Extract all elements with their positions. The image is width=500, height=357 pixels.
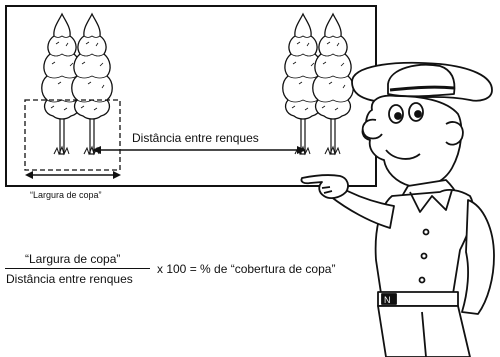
farmer-illustration: N [300,61,495,357]
svg-text:N: N [384,295,391,305]
canopy-width-box [24,99,121,171]
row-spacing-label: Distância entre renques [128,130,263,146]
row-spacing-arrow [92,146,306,154]
canopy-width-caption: “Largura de copa” [30,190,102,200]
canopy-width-arrow [25,171,121,179]
formula-denominator: Distância entre renques [6,272,133,286]
formula-numerator: “Largura de copa” [25,252,121,266]
fraction-bar [5,268,150,269]
formula-result: x 100 = % de “cobertura de copa” [157,262,336,276]
